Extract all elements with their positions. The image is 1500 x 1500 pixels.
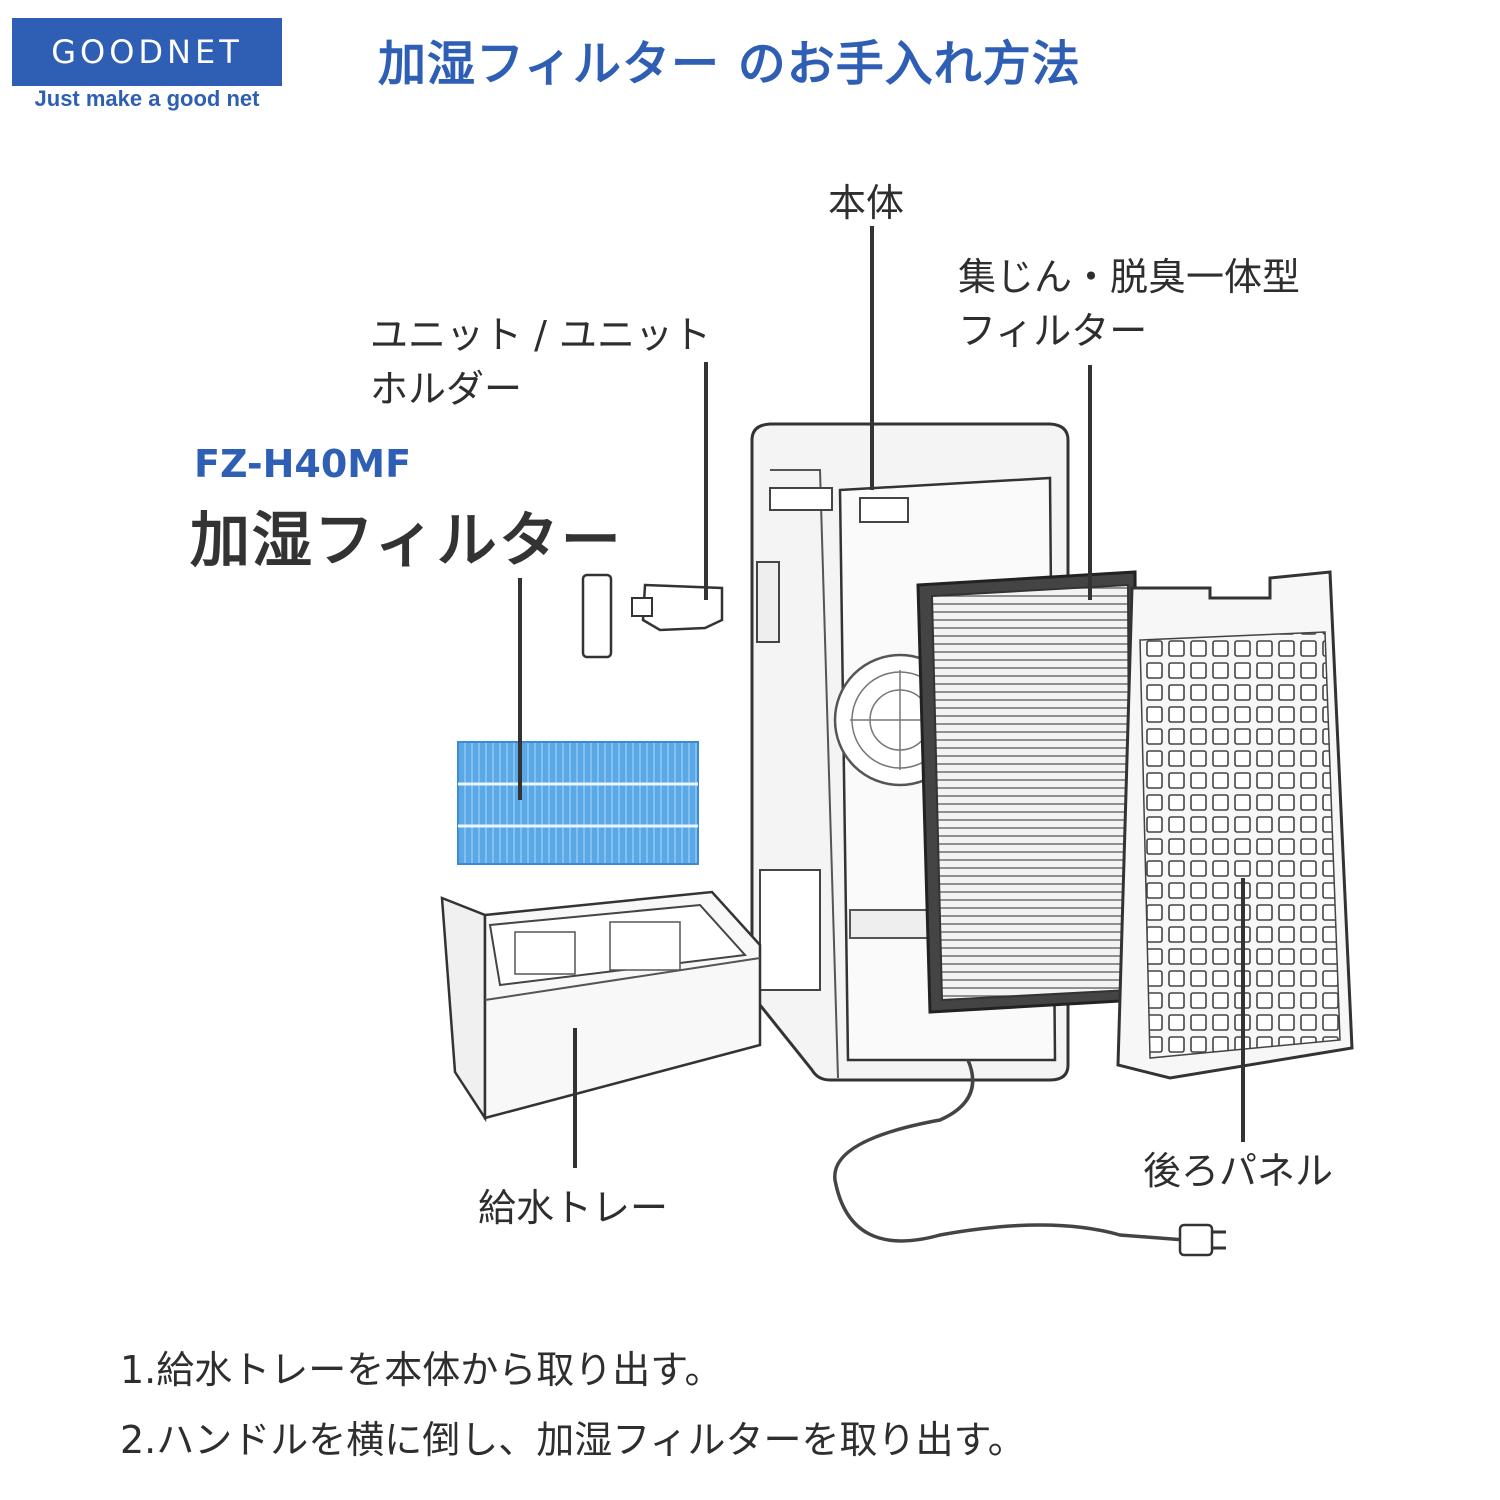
step-1: 1.給水トレーを本体から取り出す。 <box>120 1348 723 1392</box>
dust-deodorizing-filter <box>916 570 1140 1014</box>
plug-icon <box>1178 1223 1226 1257</box>
back-panel <box>1116 570 1354 1080</box>
label-back-panel: 後ろパネル <box>1143 1149 1334 1193</box>
brand-tagline: Just make a good net <box>34 86 260 111</box>
unit-part <box>581 573 613 659</box>
brand-name: GOODNET <box>51 33 243 71</box>
label-unit-body: 本体 <box>828 181 905 225</box>
water-tray <box>440 890 762 1123</box>
product-name: 加湿フィルター <box>190 506 623 576</box>
label-unit-holder-line1: ユニット / ユニット <box>370 313 711 357</box>
label-unit-holder-line2: ホルダー <box>370 367 523 411</box>
model-number: FZ-H40MF <box>194 442 412 486</box>
instruction-steps: 1.給水トレーを本体から取り出す。 2.ハンドルを横に倒し、加湿フィルターを取り… <box>120 1335 1026 1475</box>
unit-holder-part <box>631 583 724 632</box>
power-cord <box>833 1059 1186 1243</box>
step-2: 2.ハンドルを横に倒し、加湿フィルターを取り出す。 <box>120 1418 1026 1462</box>
brand-logo: GOODNET <box>12 18 282 86</box>
leader-lines <box>518 226 1245 1168</box>
page-title: 加湿フィルター のお手入れ方法 <box>378 36 1081 92</box>
label-water-tray: 給水トレー <box>478 1186 669 1230</box>
humidifying-filter <box>457 741 699 865</box>
label-dust-filter-line2: フィルター <box>958 309 1148 353</box>
label-dust-filter-line1: 集じん・脱臭一体型 <box>958 255 1301 299</box>
